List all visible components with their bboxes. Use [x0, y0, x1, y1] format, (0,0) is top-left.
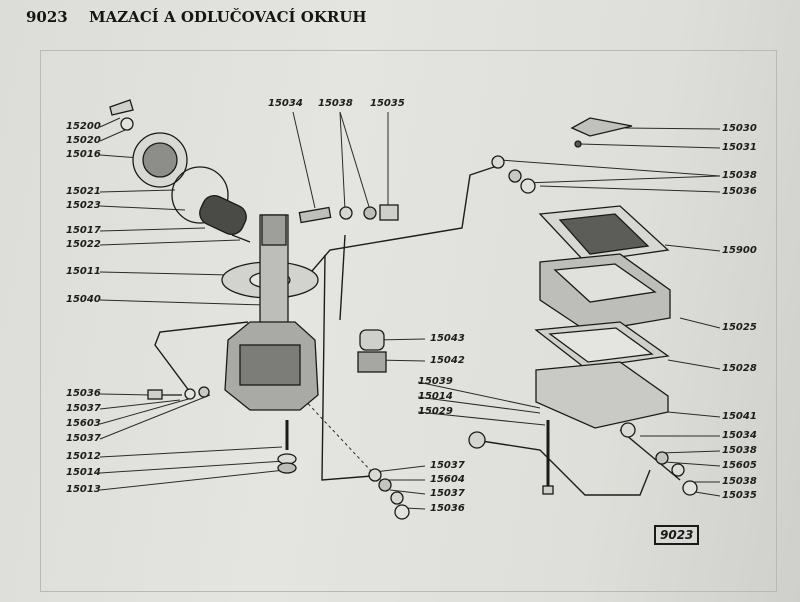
callout-label: 15025 — [722, 322, 757, 333]
callout-label: 15200 — [66, 121, 101, 132]
callout-label: 15039 — [418, 376, 453, 387]
callout-label: 15036 — [66, 388, 101, 399]
callout-label: 15034 — [722, 430, 757, 441]
callout-label: 15035 — [722, 490, 757, 501]
callout-label: 15603 — [66, 418, 101, 429]
diagram-frame — [40, 50, 777, 592]
callout-label: 15037 — [430, 460, 465, 471]
callout-label: 15031 — [722, 142, 757, 153]
callout-label: 15038 — [722, 170, 757, 181]
callout-label: 15028 — [722, 363, 757, 374]
callout-label: 15038 — [722, 476, 757, 487]
callout-label: 15900 — [722, 245, 757, 256]
callout-label: 15037 — [66, 403, 101, 414]
figure-number-badge: 9023 — [654, 525, 700, 545]
callout-label: 15042 — [430, 355, 465, 366]
callout-label: 15012 — [66, 451, 101, 462]
callout-label: 15036 — [722, 186, 757, 197]
callout-label: 15013 — [66, 484, 101, 495]
callout-label: 15029 — [418, 406, 453, 417]
callout-label: 15021 — [66, 186, 101, 197]
callout-label: 15022 — [66, 239, 101, 250]
callout-label: 15023 — [66, 200, 101, 211]
callout-label: 15034 — [268, 98, 303, 109]
callout-label: 15037 — [430, 488, 465, 499]
callout-label: 15017 — [66, 225, 101, 236]
callout-label: 15020 — [66, 135, 101, 146]
callout-label: 15035 — [370, 98, 405, 109]
callout-label: 15038 — [722, 445, 757, 456]
callout-label: 15016 — [66, 149, 101, 160]
callout-label: 15038 — [318, 98, 353, 109]
callout-label: 15043 — [430, 333, 465, 344]
page-title: MAZACÍ A ODLUČOVACÍ OKRUH — [88, 8, 367, 26]
callout-label: 15011 — [66, 266, 101, 277]
callout-label: 15041 — [722, 411, 757, 422]
callout-label: 15037 — [66, 433, 101, 444]
callout-label: 15036 — [430, 503, 465, 514]
page-number: 9023 — [26, 8, 68, 26]
callout-label: 15605 — [722, 460, 757, 471]
callout-label: 15604 — [430, 474, 465, 485]
page-header: 9023 MAZACÍ A ODLUČOVACÍ OKRUH — [26, 8, 367, 26]
callout-label: 15014 — [418, 391, 453, 402]
callout-label: 15030 — [722, 123, 757, 134]
callout-label: 15014 — [66, 467, 101, 478]
callout-label: 15040 — [66, 294, 101, 305]
